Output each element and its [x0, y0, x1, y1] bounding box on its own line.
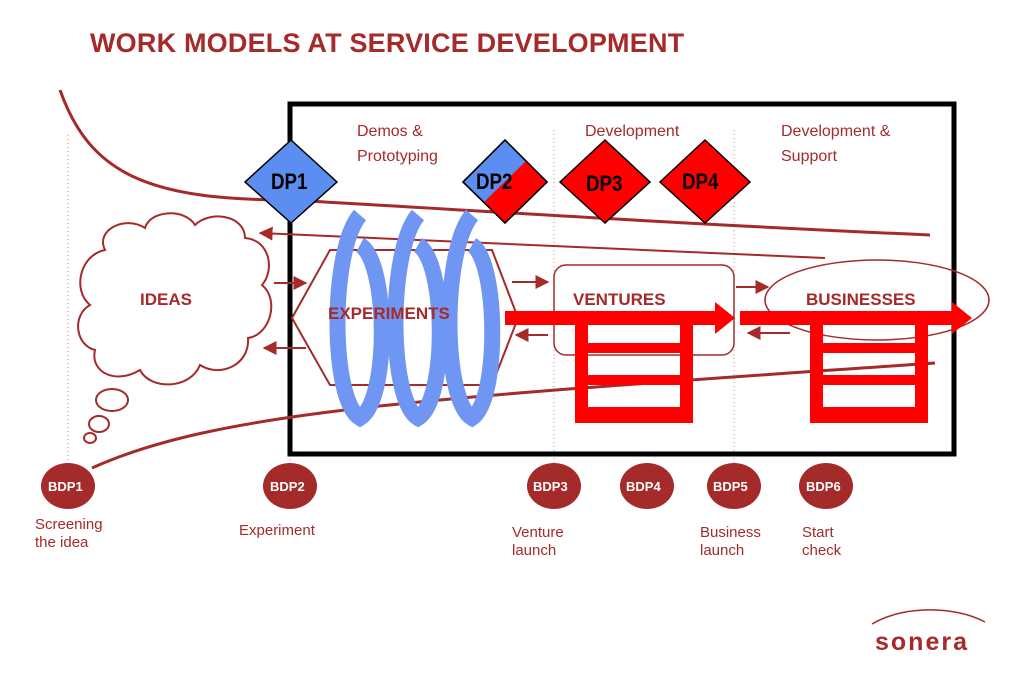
dp2-diamond [461, 138, 549, 225]
spiral-2 [387, 209, 448, 428]
dp3-label: DP3 [586, 171, 623, 196]
experiment-spirals [329, 209, 501, 428]
dp3-diamond [558, 138, 652, 225]
logo-swoosh [871, 609, 986, 625]
ladder-businesses-rung-3 [810, 407, 928, 423]
experiments-label: EXPERIMENTS [328, 304, 450, 323]
dp1-label: DP1 [271, 169, 308, 194]
dp4-label: DP4 [682, 169, 719, 194]
ventures-label: VENTURES [573, 290, 666, 309]
bdp1-caption: Screening the idea [35, 516, 103, 551]
bdp3-circle [527, 463, 581, 509]
funnel-curve-top [58, 89, 931, 237]
bdp6-circle [799, 463, 853, 509]
phase-development-support: Development & Support [781, 123, 891, 165]
dp2-diamond-outline [461, 138, 549, 225]
dp4-diamond [658, 138, 752, 225]
bdp4-label: BDP4 [626, 479, 661, 494]
ideas-cloud [77, 212, 273, 444]
flow-arrow-ventures [505, 302, 735, 334]
spiral-3 [441, 209, 501, 428]
bdp1-label: BDP1 [48, 479, 83, 494]
businesses-ellipse [764, 259, 990, 341]
phase-demos-prototyping: Demos & Prototyping [357, 123, 438, 165]
bdp2-label: BDP2 [270, 479, 305, 494]
dp2-diamond-red [484, 161, 547, 223]
thought-bubble-medium [88, 415, 110, 433]
bdp5-caption: Business launch [700, 524, 761, 559]
businesses-label: BUSINESSES [806, 290, 916, 309]
ladder-businesses-rung-2 [810, 375, 928, 385]
page-title: WORK MODELS AT SERVICE DEVELOPMENT [90, 28, 685, 58]
ideas-label: IDEAS [140, 290, 192, 309]
ventures-box [553, 264, 735, 356]
thought-bubble-small [83, 432, 97, 444]
bdp1-circle [41, 463, 95, 509]
red-flow [505, 302, 972, 334]
flow-arrow-businesses [740, 302, 972, 334]
bdp6-caption: Start check [802, 524, 842, 559]
bdp5-circle [707, 463, 761, 509]
ladder-businesses [810, 325, 928, 423]
ladder-businesses-rung-1 [810, 343, 928, 353]
ladder-ventures-rung-3 [575, 407, 693, 423]
bdp4-circle [620, 463, 674, 509]
bdp2-circle [263, 463, 317, 509]
main-frame [287, 101, 957, 457]
bdp6-label: BDP6 [806, 479, 841, 494]
thought-bubble-large [95, 388, 129, 412]
ladder-ventures-rung-1 [575, 343, 693, 353]
ladder-ventures [575, 325, 693, 423]
bdp-circles [41, 463, 853, 509]
bdp5-label: BDP5 [713, 479, 748, 494]
bdp3-label: BDP3 [533, 479, 568, 494]
decision-points [243, 138, 752, 225]
phase-development: Development [585, 123, 680, 140]
spiral-1 [329, 209, 390, 428]
dp2-label: DP2 [476, 169, 513, 194]
sonera-logo: sonera [875, 628, 969, 656]
ladder-ventures-rung-2 [575, 375, 693, 385]
bdp3-caption: Venture launch [512, 524, 564, 559]
dp1-diamond [243, 138, 339, 225]
bdp2-caption: Experiment [239, 522, 315, 539]
cloud-shape [77, 212, 273, 386]
